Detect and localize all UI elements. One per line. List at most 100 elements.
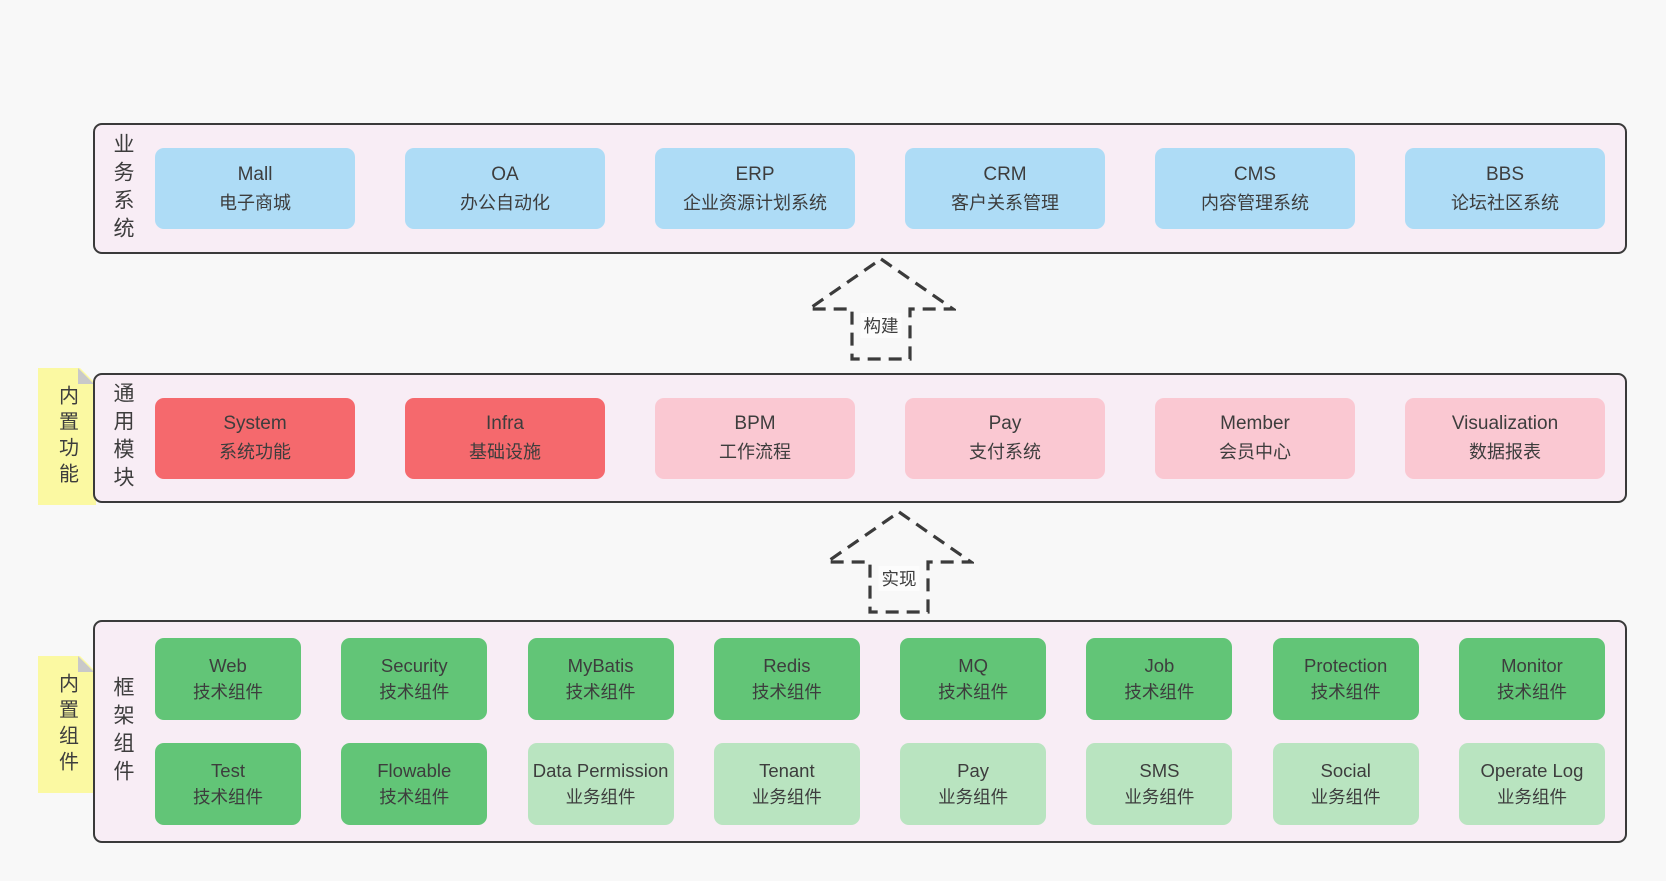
box-system: System 系统功能 [155,397,355,479]
box-subtitle: 系统功能 [219,442,291,462]
box-security: Security 技术组件 [341,638,488,720]
box-title: Data Permission [532,760,669,781]
box-bpm: BPM 工作流程 [655,397,855,479]
components-row-2: Test 技术组件 Flowable 技术组件 Data Permission … [155,743,1605,825]
box-title: BBS [1485,163,1525,185]
box-subtitle: 业务组件 [1124,787,1195,807]
box-subtitle: 工作流程 [719,442,791,462]
box-subtitle: 技术组件 [1124,682,1195,702]
band-business-boxes: Mall 电子商城 OA 办公自动化 ERP 企业资源计划系统 CRM 客户关系… [143,125,1625,252]
components-row-1: Web 技术组件 Security 技术组件 MyBatis 技术组件 Redi… [155,638,1605,720]
box-title: Monitor [1501,655,1563,676]
box-tenant: Tenant 业务组件 [713,743,860,825]
sticky-label: 内置组件 [55,672,78,777]
box-mybatis: MyBatis 技术组件 [527,638,674,720]
box-title: Tenant [759,760,815,781]
band-components-rows: Web 技术组件 Security 技术组件 MyBatis 技术组件 Redi… [143,622,1625,841]
band-common-modules: 通用模块 System 系统功能 Infra 基础设施 BPM 工作流程 Pay… [93,373,1627,503]
box-subtitle: 技术组件 [379,787,450,807]
arrow-implement-label: 实现 [878,566,920,591]
box-subtitle: 技术组件 [565,682,636,702]
box-title: OA [491,163,519,185]
band-business-systems: 业务系统 Mall 电子商城 OA 办公自动化 ERP 企业资源计划系统 CRM… [93,123,1627,254]
box-subtitle: 技术组件 [1310,682,1381,702]
box-subtitle: 会员中心 [1219,442,1291,462]
sticky-built-in-features: 内置功能 [38,368,96,505]
box-subtitle: 技术组件 [379,682,450,702]
box-title: MQ [958,655,989,676]
box-title: Visualization [1451,413,1559,434]
box-title: System [223,413,287,434]
box-subtitle: 业务组件 [565,787,636,807]
box-title: Pay [957,760,990,781]
box-monitor: Monitor 技术组件 [1458,638,1605,720]
box-title: Job [1144,655,1175,676]
sticky-label: 内置功能 [55,384,78,489]
box-sms: SMS 业务组件 [1086,743,1233,825]
box-subtitle: 办公自动化 [460,192,550,213]
box-subtitle: 技术组件 [938,682,1009,702]
box-title: MyBatis [567,655,634,676]
box-redis: Redis 技术组件 [713,638,860,720]
box-protection: Protection 技术组件 [1272,638,1419,720]
box-mq: MQ 技术组件 [900,638,1047,720]
box-pay: Pay 支付系统 [905,397,1105,479]
box-title: CRM [983,163,1027,185]
box-operate-log: Operate Log 业务组件 [1458,743,1605,825]
box-title: Flowable [377,760,452,781]
box-job: Job 技术组件 [1086,638,1233,720]
box-data-permission: Data Permission 业务组件 [527,743,674,825]
box-title: SMS [1139,760,1180,781]
box-title: Member [1220,413,1290,434]
box-subtitle: 业务组件 [1310,787,1381,807]
box-mall: Mall 电子商城 [155,148,355,229]
box-subtitle: 基础设施 [469,442,541,462]
box-title: BPM [734,413,776,434]
box-title: Web [209,655,247,676]
box-title: ERP [735,163,775,185]
band-label-modules: 通用模块 [111,382,134,494]
box-title: Operate Log [1480,760,1584,781]
box-subtitle: 技术组件 [1496,682,1567,702]
band-framework-components: 框架组件 Web 技术组件 Security 技术组件 MyBatis 技术组件… [93,620,1627,843]
box-visualization: Visualization 数据报表 [1405,397,1605,479]
box-web: Web 技术组件 [155,638,301,720]
box-pay-biz: Pay 业务组件 [900,743,1047,825]
up-arrow-dashed-icon [824,510,974,614]
box-title: Mall [237,163,273,185]
band-label-business: 业务系统 [111,132,134,245]
box-subtitle: 业务组件 [938,787,1009,807]
box-title: Test [211,760,245,781]
box-subtitle: 支付系统 [969,442,1041,462]
box-subtitle: 技术组件 [193,682,263,702]
box-flowable: Flowable 技术组件 [341,743,488,825]
band-modules-boxes: System 系统功能 Infra 基础设施 BPM 工作流程 Pay 支付系统… [143,375,1625,501]
box-test: Test 技术组件 [155,743,301,825]
box-subtitle: 业务组件 [1496,787,1567,807]
box-title: Social [1320,760,1371,781]
arrow-build: 构建 [806,256,956,362]
box-cms: CMS 内容管理系统 [1155,148,1355,229]
sticky-built-in-components: 内置组件 [38,656,96,793]
box-title: CMS [1233,163,1277,185]
up-arrow-dashed-icon [806,257,956,361]
box-title: Protection [1304,655,1388,676]
box-subtitle: 技术组件 [751,682,822,702]
arrow-build-label: 构建 [860,313,902,338]
box-title: Redis [763,655,811,676]
box-title: Infra [485,413,525,434]
box-bbs: BBS 论坛社区系统 [1405,148,1605,229]
band-label-components: 框架组件 [111,675,134,788]
box-title: Security [380,655,448,676]
box-erp: ERP 企业资源计划系统 [655,148,855,229]
box-subtitle: 客户关系管理 [951,192,1059,213]
arrow-implement: 实现 [824,509,974,615]
box-oa: OA 办公自动化 [405,148,605,229]
box-subtitle: 业务组件 [751,787,822,807]
box-subtitle: 论坛社区系统 [1451,192,1559,213]
box-title: Pay [988,413,1022,434]
box-subtitle: 企业资源计划系统 [683,192,827,213]
box-subtitle: 内容管理系统 [1201,192,1309,213]
box-social: Social 业务组件 [1272,743,1419,825]
